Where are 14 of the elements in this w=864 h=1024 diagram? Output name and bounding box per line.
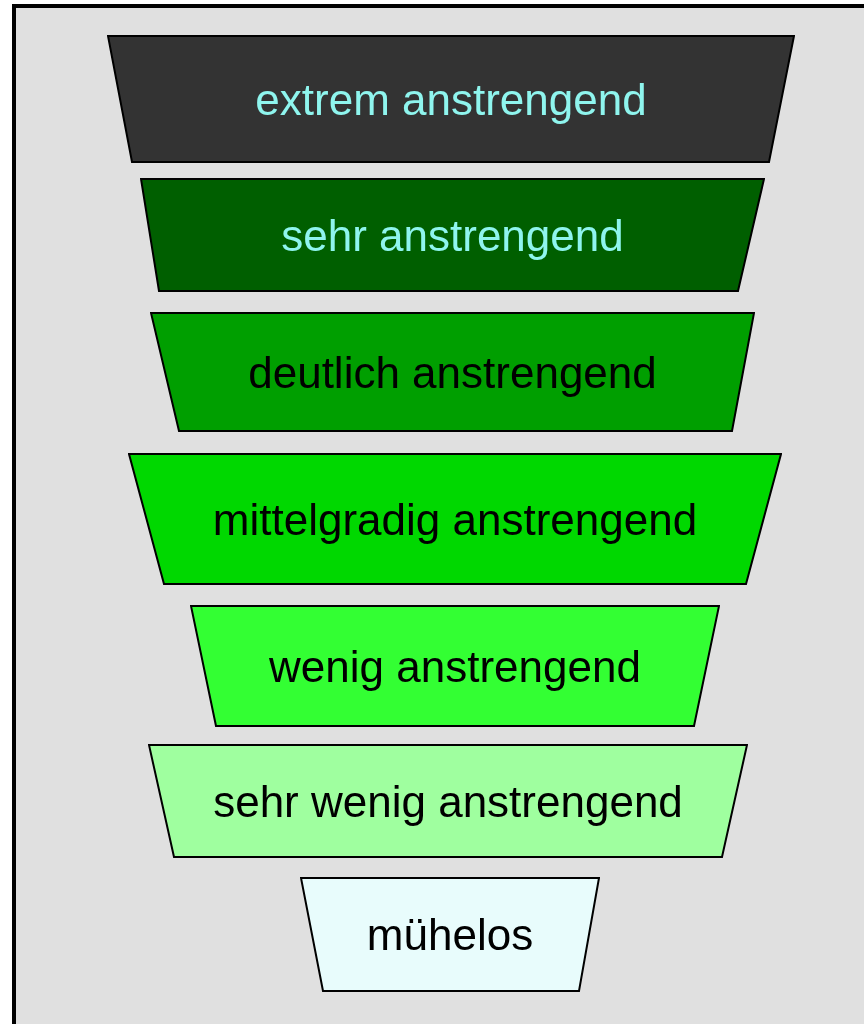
level-label: mühelos <box>366 909 534 961</box>
level-label: sehr anstrengend <box>281 209 624 262</box>
funnel-level <box>190 605 720 727</box>
funnel-level <box>148 744 748 858</box>
funnel-level <box>140 178 765 292</box>
level-label: mittelgradig anstrengend <box>212 493 698 546</box>
level-label: sehr wenig anstrengend <box>213 775 683 828</box>
funnel-level <box>150 312 755 432</box>
funnel-level <box>107 35 795 163</box>
level-label: wenig anstrengend <box>269 640 641 693</box>
funnel-level <box>128 453 782 585</box>
level-label: deutlich anstrengend <box>248 346 657 399</box>
level-label: extrem anstrengend <box>255 73 647 126</box>
funnel-level <box>300 877 600 992</box>
